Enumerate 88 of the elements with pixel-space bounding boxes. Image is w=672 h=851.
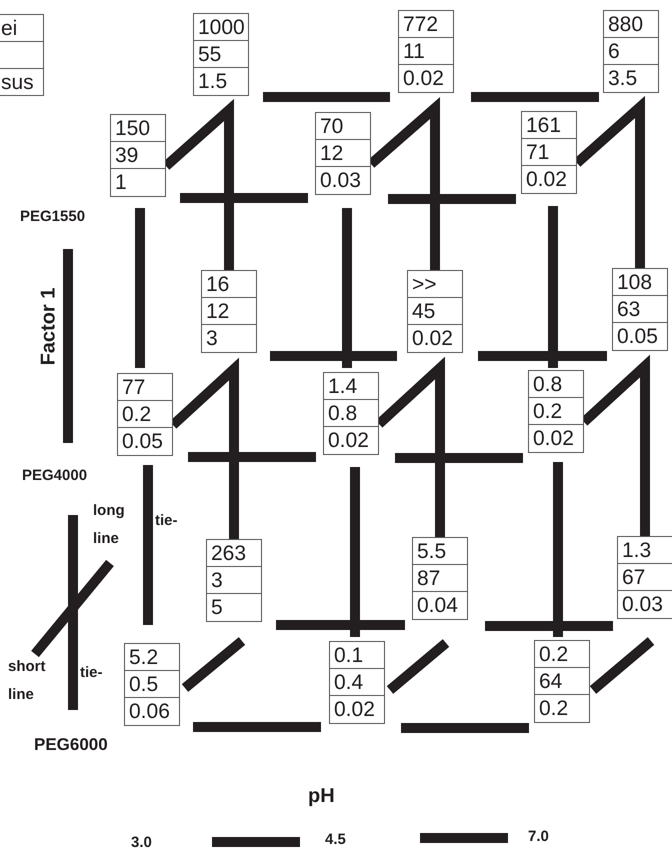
- table-cell: ei: [0, 14, 44, 42]
- value-table: [124, 643, 180, 726]
- table-cell: sus: [0, 68, 44, 96]
- table-cell-text: 0.03: [319, 168, 362, 194]
- value-table: [528, 370, 584, 453]
- table-cell: 1.4: [324, 373, 378, 400]
- table-cell: 64: [535, 668, 589, 695]
- table-cell-text: 0.02: [525, 167, 568, 193]
- text-label: tie-: [155, 512, 178, 529]
- table-cell: 0.2: [535, 641, 589, 668]
- value-table: [412, 537, 468, 620]
- table-cell: 263: [207, 540, 261, 567]
- table-cell: 150: [111, 115, 165, 142]
- table-cell-text: 0.02: [532, 426, 575, 452]
- table-cell: 0.8: [324, 400, 378, 427]
- table-cell-text: 3: [205, 326, 219, 352]
- table-cell: 772: [399, 11, 453, 38]
- table-cell: 0.2: [529, 398, 583, 425]
- table-cell-text: 0.2: [538, 696, 570, 722]
- table-cell: >>: [408, 271, 462, 298]
- text-label: 3.0: [131, 834, 152, 851]
- level-label: PEG6000: [34, 736, 108, 753]
- table-cell: 39: [111, 142, 165, 169]
- value-table: [612, 268, 668, 351]
- table-cell-text: 0.02: [333, 697, 376, 723]
- value-table: [193, 13, 249, 96]
- table-cell: 108: [613, 269, 667, 296]
- axis-label: Factor 1: [40, 288, 58, 366]
- table-cell-text: 0.06: [128, 699, 171, 725]
- table-cell: 63: [613, 296, 667, 323]
- text-label: line: [8, 686, 34, 703]
- value-table: [117, 373, 173, 456]
- table-cell-text: 0.05: [616, 324, 659, 350]
- table-cell: 45: [408, 298, 462, 325]
- text-label: PEG4000: [22, 467, 88, 484]
- value-table: [323, 372, 379, 455]
- table-cell: 55: [194, 41, 248, 68]
- value-table: [398, 10, 454, 93]
- table-cell-text: 5: [210, 595, 224, 621]
- table-cell: 67: [618, 564, 672, 591]
- text-label: line: [93, 530, 119, 547]
- value-table: [206, 539, 262, 622]
- text-label: PEG1550: [20, 208, 86, 225]
- table-cell-text: 0.02: [411, 326, 454, 352]
- table-cell: 0.8: [529, 371, 583, 398]
- table-cell: 3: [207, 567, 261, 594]
- value-table: [617, 536, 672, 619]
- table-cell-text: 1.5: [197, 69, 228, 95]
- table-cell: 0.2: [118, 401, 172, 428]
- text-label: 7.0: [528, 828, 549, 845]
- text-label: 4.5: [325, 831, 346, 848]
- table-cell-text: 3.5: [607, 66, 638, 92]
- table-cell: 880: [604, 11, 658, 38]
- text-label: tie-: [80, 664, 102, 681]
- table-cell: 6: [604, 38, 658, 65]
- table-cell-text: 0.03: [621, 592, 664, 618]
- table-cell: 11: [399, 38, 453, 65]
- table-cell: 12: [316, 140, 370, 167]
- value-table: [329, 641, 385, 724]
- value-table: [315, 112, 371, 195]
- table-cell-text: 0.04: [416, 593, 459, 619]
- table-cell: 16: [202, 271, 256, 298]
- table-cell: 161: [522, 112, 576, 139]
- value-table: [534, 640, 590, 723]
- table-cell: 70: [316, 113, 370, 140]
- text-label: short: [8, 658, 46, 675]
- value-table: [521, 111, 577, 194]
- value-table: [407, 270, 463, 353]
- text-label: long: [93, 502, 125, 519]
- value-table: [110, 114, 166, 197]
- table-cell-text: 0.02: [327, 428, 370, 454]
- table-cell: 1.3: [618, 537, 672, 564]
- table-cell: 0.4: [330, 669, 384, 696]
- table-cell: 87: [413, 565, 467, 592]
- table-cell-text: 0.05: [121, 429, 164, 455]
- table-cell: 77: [118, 374, 172, 401]
- table-cell: 5.5: [413, 538, 467, 565]
- table-cell: 0.5: [125, 671, 179, 698]
- table-cell: 71: [522, 139, 576, 166]
- table-cell-text: 0.02: [402, 66, 445, 92]
- value-table: [603, 10, 659, 93]
- table-cell-text: 1: [114, 170, 128, 196]
- table-cell: 1000: [194, 14, 248, 41]
- table-cell: 12: [202, 298, 256, 325]
- value-table: [201, 270, 257, 353]
- axis-label: pH: [308, 788, 335, 805]
- table-cell: 0.1: [330, 642, 384, 669]
- table-cell: 5.2: [125, 644, 179, 671]
